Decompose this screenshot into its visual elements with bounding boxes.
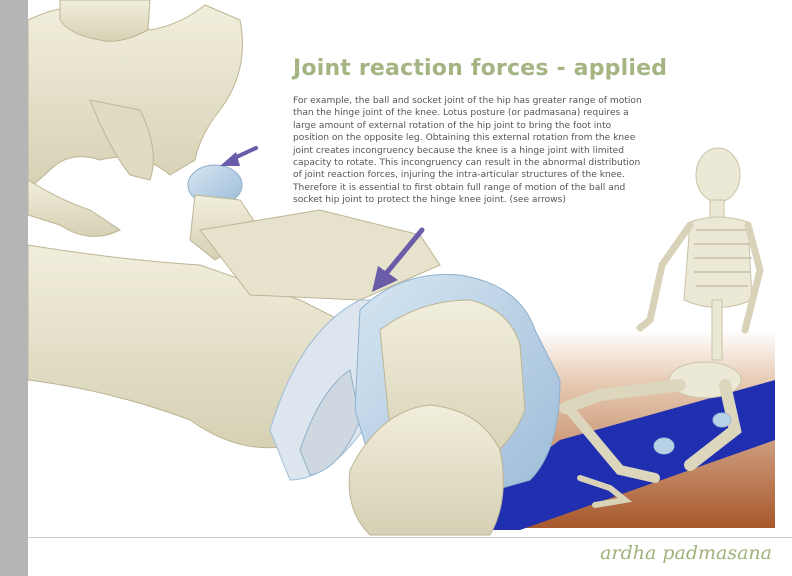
page-title: Joint reaction forces - applied — [293, 56, 668, 81]
hip-arrow-icon — [220, 146, 258, 166]
femur-bone — [28, 209, 441, 449]
footer-divider — [28, 537, 792, 538]
pelvis-bone — [28, 0, 243, 237]
knee-arrow-icon — [372, 227, 425, 292]
anatomy-illustration — [28, 0, 775, 536]
knee-joint — [269, 273, 561, 536]
seated-skeleton — [559, 147, 764, 508]
body-paragraph: For example, the ball and socket joint o… — [293, 96, 642, 206]
left-margin-bar — [0, 0, 28, 576]
pose-caption: ardha padmasana — [600, 542, 772, 564]
